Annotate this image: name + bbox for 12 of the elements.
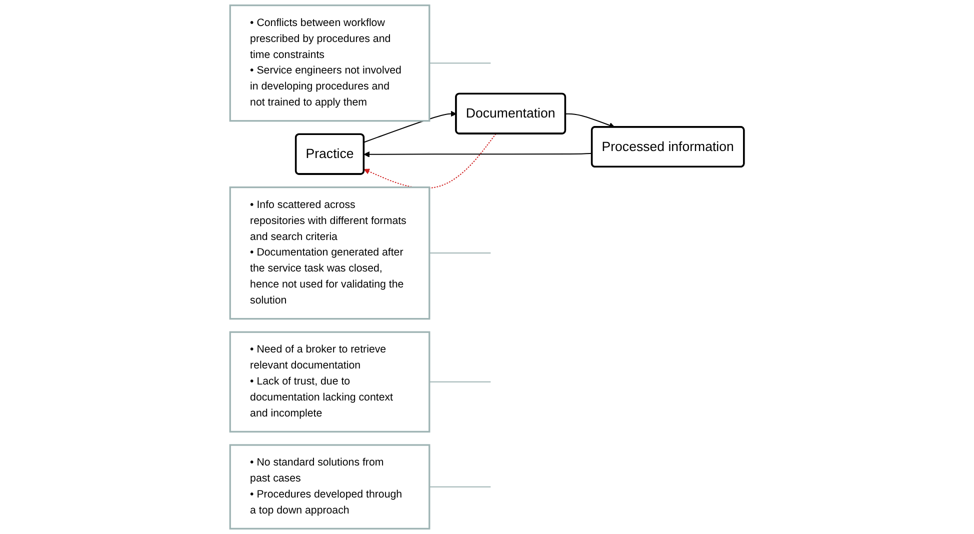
connector	[428, 252, 492, 254]
connector	[428, 62, 492, 64]
node-box	[229, 331, 430, 433]
connector	[428, 486, 492, 488]
node-box	[229, 186, 430, 320]
arrow	[565, 113, 615, 128]
arrow	[364, 110, 457, 143]
arrow	[364, 151, 593, 158]
connector	[428, 381, 492, 382]
node-box	[229, 4, 430, 122]
node-box	[229, 444, 430, 530]
arrow	[364, 133, 496, 189]
